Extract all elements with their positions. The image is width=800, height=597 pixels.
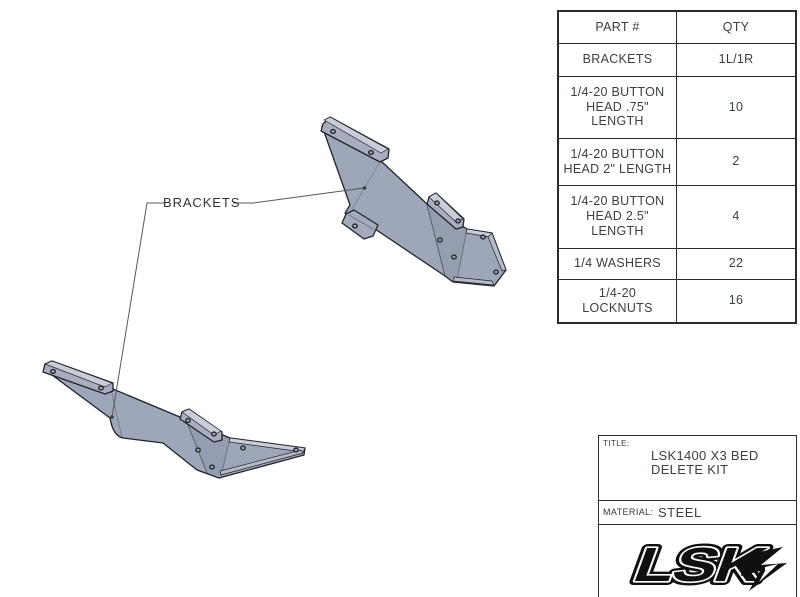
brackets-callout-label: BRACKETS: [163, 195, 241, 210]
qty-cell: 22: [676, 247, 797, 280]
bracket-top: [320, 116, 507, 287]
table-row: 1/4-20 LOCKNUTS 16: [557, 278, 797, 324]
leader-dot-top: [362, 186, 367, 190]
qty-cell: 4: [676, 184, 797, 249]
material-label: MATERIAL:: [603, 506, 654, 517]
parts-table: PART # QTY BRACKETS 1L/1R 1/4-20 BUTTON …: [557, 10, 797, 324]
lightning-bolt-highlight-icon: [759, 564, 778, 582]
leader-lines: [110, 186, 367, 419]
bracket-bottom: [42, 360, 306, 479]
qty-cell: 1L/1R: [676, 42, 797, 77]
lightning-bolt-icon: [741, 547, 787, 591]
part-cell: 1/4-20 BUTTON HEAD .75" LENGTH: [557, 75, 677, 139]
material-value: STEEL: [658, 504, 702, 520]
drawing-title: LSK1400 X3 BED DELETE KIT: [651, 448, 759, 477]
title-label: TITLE:: [603, 439, 630, 448]
qty-cell: 16: [676, 278, 797, 324]
part-cell: 1/4-20 LOCKNUTS: [557, 278, 677, 324]
leader-dot-bottom: [110, 415, 114, 419]
title-row: TITLE: LSK1400 X3 BED DELETE KIT: [599, 436, 796, 501]
part-cell: 1/4 WASHERS: [557, 247, 677, 280]
lsk-logo: LSK LSK LSK: [623, 533, 787, 596]
table-header-row: PART # QTY: [557, 10, 797, 44]
part-cell: 1/4-20 BUTTON HEAD 2.5" LENGTH: [557, 184, 677, 249]
table-row: 1/4-20 BUTTON HEAD .75" LENGTH 10: [557, 75, 797, 139]
table-row: BRACKETS 1L/1R: [557, 42, 797, 77]
header-part: PART #: [557, 10, 677, 44]
table-row: 1/4 WASHERS 22: [557, 247, 797, 280]
part-cell: BRACKETS: [557, 42, 677, 77]
table-row: 1/4-20 BUTTON HEAD 2" LENGTH 2: [557, 137, 797, 186]
header-qty: QTY: [676, 10, 797, 44]
title-block: TITLE: LSK1400 X3 BED DELETE KIT MATERIA…: [598, 435, 797, 597]
logo-row: LSK LSK LSK: [599, 525, 796, 597]
material-row: MATERIAL: STEEL: [599, 501, 796, 525]
table-row: 1/4-20 BUTTON HEAD 2.5" LENGTH 4: [557, 184, 797, 249]
qty-cell: 10: [676, 75, 797, 139]
qty-cell: 2: [676, 137, 797, 186]
part-cell: 1/4-20 BUTTON HEAD 2" LENGTH: [557, 137, 677, 186]
